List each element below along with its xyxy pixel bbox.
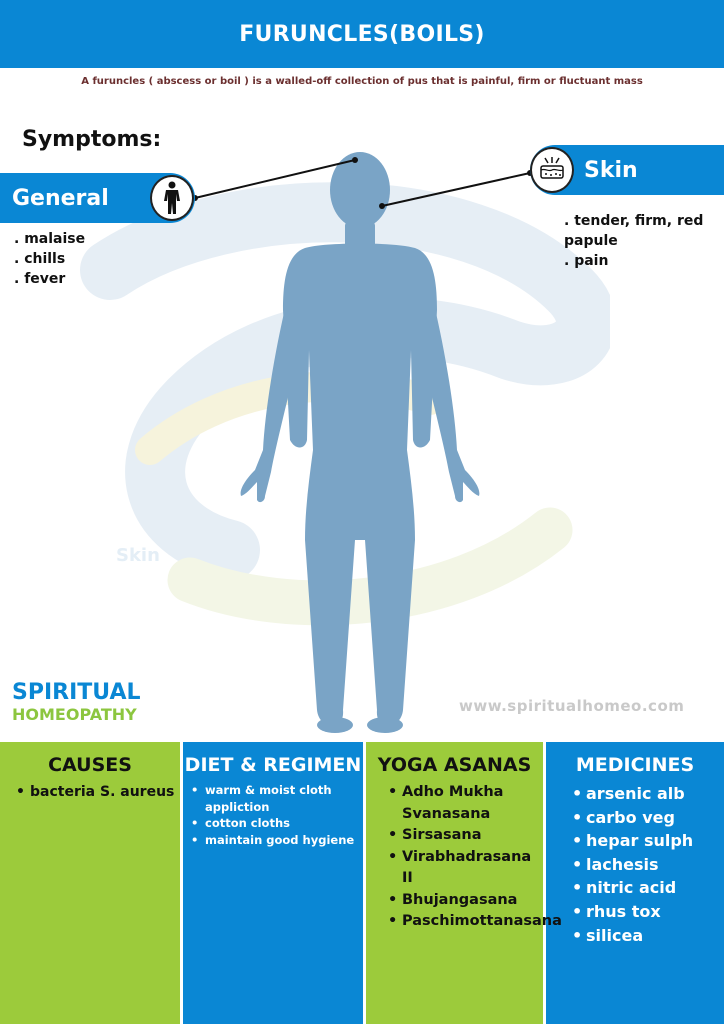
medicines-list: arsenic alb carbo veg hepar sulph laches… [546, 782, 724, 947]
list-item: cotton cloths [191, 815, 363, 832]
list-item: Virabhadrasana II [388, 847, 543, 890]
list-item: Paschimottanasana [388, 911, 562, 933]
diet-list: warm & moist cloth appliction cotton clo… [183, 782, 363, 848]
diet-title: DIET & REGIMEN [184, 754, 362, 776]
list-item: Adho Mukha Svanasana [388, 782, 543, 825]
list-item: silicea [572, 924, 724, 948]
brand-logo: SPIRITUAL HOMEOPATHY [12, 680, 141, 724]
brand-line2: HOMEOPATHY [12, 705, 137, 724]
list-item: rhus tox [572, 900, 724, 924]
human-body-figure [240, 152, 480, 733]
brand-line1: SPIRITUAL [12, 680, 141, 705]
list-item: hepar sulph [572, 829, 724, 853]
list-item: warm & moist cloth appliction [191, 782, 363, 815]
diet-column: DIET & REGIMEN warm & moist cloth applic… [180, 742, 363, 1024]
list-item: carbo veg [572, 806, 724, 830]
definition-text: A furuncles ( abscess or boil ) is a wal… [81, 76, 643, 87]
skin-label: Skin [584, 157, 638, 183]
list-item: nitric acid [572, 876, 724, 900]
general-symptoms-list: . malaise . chills . fever [14, 229, 85, 289]
website-url: www.spiritualhomeo.com [459, 697, 685, 715]
list-item: . malaise [14, 231, 86, 247]
info-columns: CAUSES bacteria S. aureus DIET & REGIMEN… [0, 742, 724, 1024]
list-item: Sirsasana [388, 825, 543, 847]
causes-list: bacteria S. aureus [0, 782, 180, 802]
medicines-column: MEDICINES arsenic alb carbo veg hepar su… [543, 742, 724, 1024]
yoga-list: Adho Mukha Svanasana Sirsasana Virabhadr… [366, 782, 562, 933]
medicines-title: MEDICINES [575, 754, 695, 776]
skin-symptoms-list: . tender, firm, red papule . pain [564, 211, 714, 271]
list-item: . chills [14, 251, 66, 267]
list-item: Bhujangasana [388, 890, 543, 912]
list-item: bacteria S. aureus [16, 782, 180, 802]
human-body-icon [150, 175, 194, 221]
list-item: arsenic alb [572, 782, 724, 806]
list-item: maintain good hygiene [191, 832, 363, 849]
general-label: General [12, 185, 109, 211]
page-title: FURUNCLES(BOILS) [239, 21, 485, 47]
header-banner: FURUNCLES(BOILS) [0, 0, 724, 68]
symptoms-heading: Symptoms: [22, 127, 162, 152]
list-item: . pain [564, 253, 609, 269]
causes-column: CAUSES bacteria S. aureus [0, 742, 180, 1024]
yoga-column: YOGA ASANAS Adho Mukha Svanasana Sirsasa… [363, 742, 562, 1024]
yoga-title: YOGA ASANAS [377, 754, 532, 776]
list-item: . tender, firm, red papule [564, 213, 704, 249]
list-item: . fever [14, 271, 66, 287]
causes-title: CAUSES [48, 754, 132, 776]
skin-layer-icon [530, 147, 574, 193]
list-item: lachesis [572, 853, 724, 877]
watermark-text: Skin [116, 545, 160, 566]
